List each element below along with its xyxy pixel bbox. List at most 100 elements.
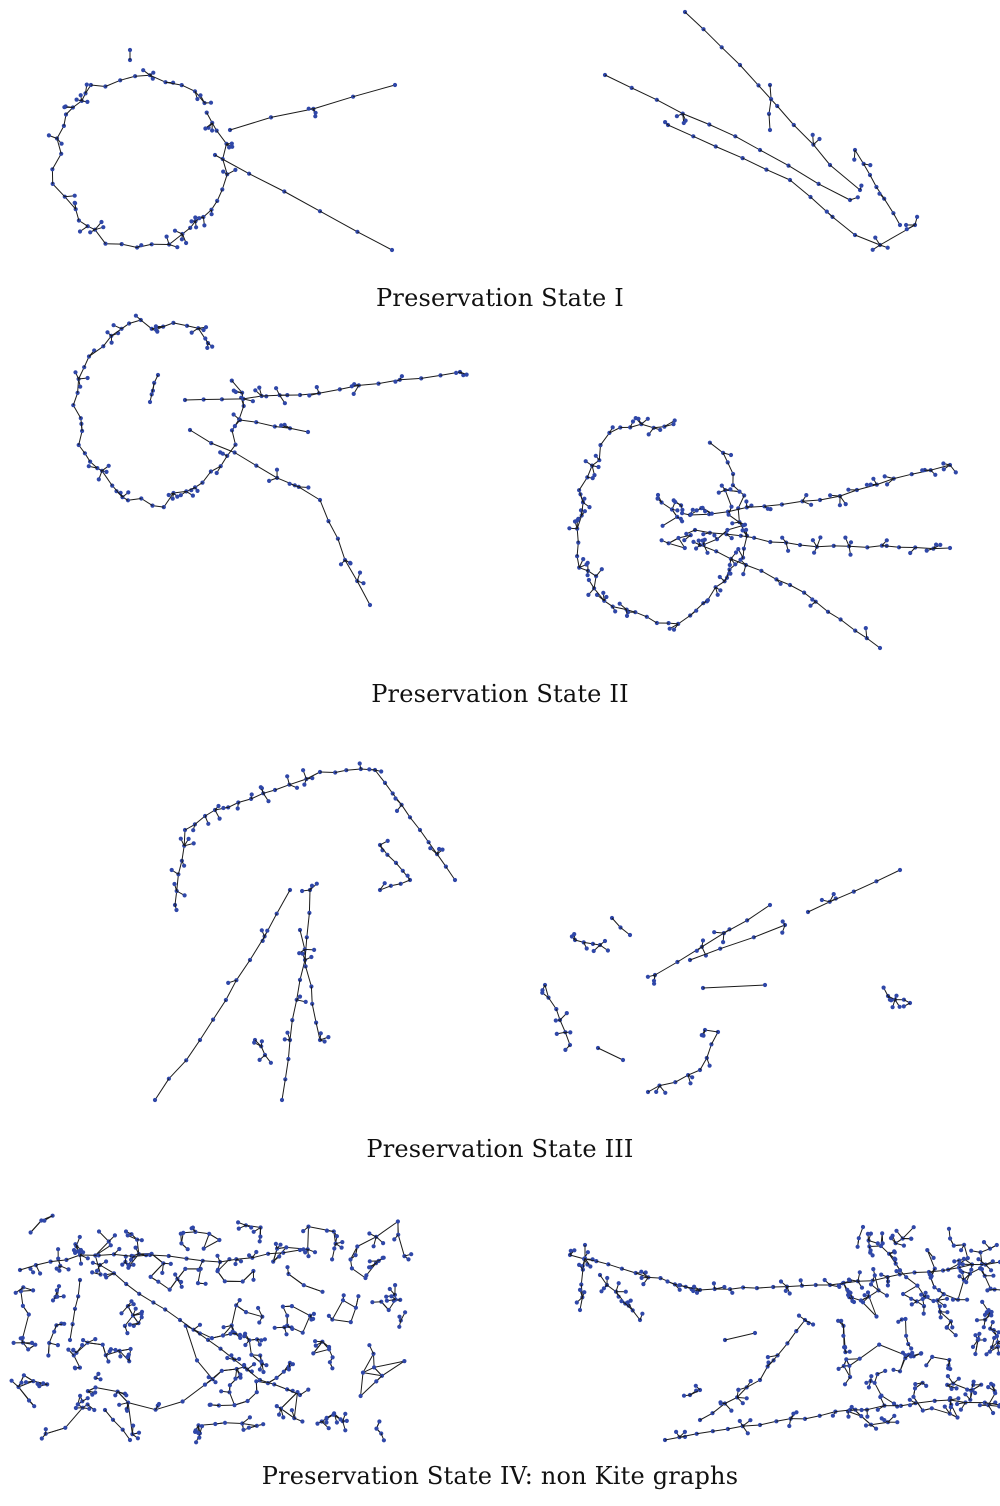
graph-node: [128, 1346, 133, 1352]
graph-node: [96, 1371, 101, 1376]
graph-node: [651, 978, 657, 983]
graph-edge: [851, 1406, 862, 1417]
graph-node: [865, 1231, 871, 1236]
graph-node: [285, 774, 290, 779]
graph-edge: [52, 183, 66, 198]
graph-node: [718, 1400, 723, 1405]
graph-edge: [689, 948, 721, 961]
graph-node: [50, 181, 55, 186]
graph-node: [897, 867, 903, 873]
graph-edge: [869, 174, 877, 188]
graph-node: [875, 1407, 880, 1412]
graph-node: [126, 490, 131, 495]
graph-node: [667, 626, 672, 631]
graph-node: [357, 570, 363, 575]
graph-node: [210, 128, 215, 133]
graph-edge: [693, 135, 716, 147]
graph-node: [862, 1293, 867, 1298]
graph-node: [903, 1316, 908, 1322]
graph-node: [370, 1300, 375, 1305]
graph-node: [45, 1382, 50, 1387]
graph-node: [71, 1248, 77, 1253]
graph-node: [694, 608, 699, 613]
graph-edge: [248, 173, 285, 192]
graph-edge: [724, 1396, 738, 1404]
graph-edge: [926, 1249, 936, 1269]
graph-node: [666, 541, 671, 546]
graph-node: [123, 1229, 129, 1234]
graph-node: [844, 1357, 849, 1362]
graph-edge: [94, 1241, 110, 1256]
graph-node: [780, 919, 785, 924]
graph-node: [931, 1255, 936, 1260]
graph-edge: [578, 477, 588, 491]
graph-edge: [250, 792, 264, 800]
graph-node: [62, 105, 67, 110]
graph-edge: [827, 611, 841, 620]
graph-node: [334, 1420, 339, 1425]
graph-node: [213, 1421, 218, 1427]
graph-node: [227, 145, 232, 150]
graph-edge: [231, 380, 243, 394]
graph-node: [233, 389, 238, 395]
graph-node: [46, 1353, 51, 1358]
graph-node: [741, 572, 746, 577]
graph-edge: [222, 143, 227, 160]
graph-node: [257, 1239, 262, 1244]
graph-node: [870, 247, 875, 252]
graph-edge: [226, 444, 236, 457]
graph-node: [61, 123, 66, 128]
graph-edge: [136, 243, 152, 248]
graph-node: [957, 1261, 962, 1266]
graph-node: [343, 1411, 348, 1416]
graph-edge: [856, 484, 877, 491]
graph-edge: [846, 1358, 860, 1360]
graph-node: [108, 1347, 113, 1352]
graph-edge: [928, 1270, 944, 1273]
graph-node: [630, 419, 636, 424]
graph-edge: [767, 1355, 778, 1367]
graph-edge: [829, 164, 861, 191]
graph-edge: [149, 74, 166, 83]
graph-node: [680, 511, 685, 516]
graph-node: [277, 1412, 282, 1417]
graph-node: [576, 516, 581, 522]
graph-node: [160, 1270, 165, 1275]
graph-node: [623, 1289, 628, 1294]
graph-edge: [770, 541, 787, 544]
graph-node: [63, 1425, 68, 1430]
graph-edge: [703, 28, 723, 48]
graph-node: [997, 1402, 1000, 1408]
graph-node: [205, 345, 210, 350]
graph-node: [78, 384, 83, 389]
graph-edge: [242, 1423, 257, 1427]
graph-node: [909, 1302, 914, 1307]
graph-node: [151, 70, 156, 75]
graph-node: [464, 372, 469, 377]
graph-edge: [611, 917, 621, 928]
graph-panel-state4-right: [567, 1224, 1000, 1443]
graph-node: [946, 1366, 951, 1371]
graph-node: [241, 396, 246, 401]
graph-node: [367, 767, 372, 772]
graph-edge: [280, 1408, 295, 1419]
graph-node: [620, 1057, 626, 1063]
graph-edge: [229, 1392, 235, 1406]
graph-node: [864, 482, 870, 487]
graph-edge: [356, 580, 371, 606]
graph-node: [106, 463, 111, 468]
graph-edge: [352, 84, 396, 98]
graph-node: [93, 1390, 98, 1395]
graph-edge: [289, 1020, 293, 1041]
graph-edge: [169, 1278, 178, 1290]
graph-edge: [357, 231, 393, 251]
graph-node: [309, 883, 315, 888]
graph-node: [195, 1281, 201, 1286]
graph-edge: [235, 959, 251, 981]
graph-edge: [177, 1268, 186, 1280]
graph-edge: [756, 1286, 774, 1289]
graph-node: [907, 1397, 912, 1402]
graph-node: [947, 545, 953, 551]
graph-node: [767, 127, 773, 133]
graph-node: [885, 482, 890, 487]
